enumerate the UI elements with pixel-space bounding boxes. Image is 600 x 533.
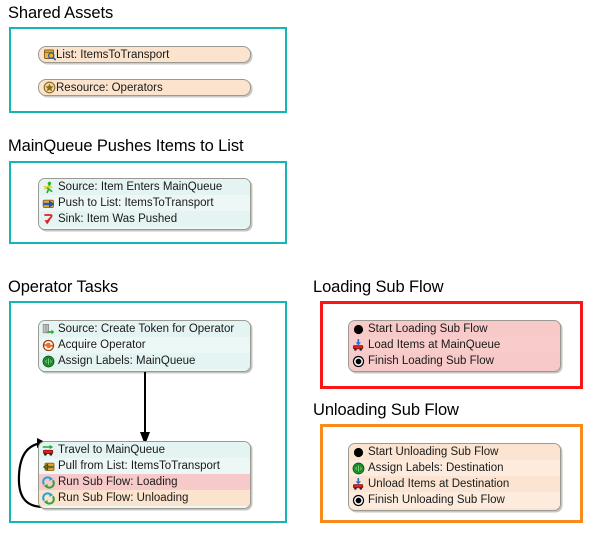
node-row[interactable]: Source: Create Token for Operator — [39, 321, 250, 337]
sink-arrow-icon — [42, 213, 55, 226]
mainqueue-pushes-section: MainQueue Pushes Items to List — [8, 136, 244, 156]
node-row-label: Assign Labels: Destination — [368, 462, 504, 474]
finish-circle-icon — [352, 355, 365, 368]
node-row-label: Unload Items at Destination — [368, 478, 510, 490]
shared-assets-section: Shared Assets — [8, 3, 113, 23]
mainqueue-node[interactable]: Source: Item Enters MainQueue Push to Li… — [38, 178, 251, 230]
unloading-sub-flow-section: Unloading Sub Flow — [313, 400, 459, 420]
node-row-label: Run Sub Flow: Unloading — [58, 492, 189, 504]
travel-truck-icon — [42, 444, 55, 457]
node-row[interactable]: Assign Labels: Destination — [349, 460, 560, 476]
node-row[interactable]: Finish Unloading Sub Flow — [349, 492, 560, 508]
node-row-label: Source: Create Token for Operator — [58, 323, 235, 335]
asset-list-itemstotransport[interactable]: List: ItemsToTransport — [38, 46, 251, 63]
asset-resource-operators[interactable]: Resource: Operators — [38, 79, 251, 96]
node-row[interactable]: Run Sub Flow: Unloading — [39, 490, 250, 506]
load-truck-icon — [352, 338, 365, 352]
node-row[interactable]: Unload Items at Destination — [349, 476, 560, 492]
push-arrow-icon — [42, 197, 55, 210]
node-row-label: Pull from List: ItemsToTransport — [58, 460, 220, 472]
loading-sub-flow-node[interactable]: Start Loading Sub Flow Load Items at Mai… — [348, 320, 561, 372]
node-row[interactable]: Load Items at MainQueue — [349, 337, 560, 353]
node-row-label: Acquire Operator — [58, 339, 146, 351]
loading-sub-flow-title: Loading Sub Flow — [313, 278, 444, 296]
node-row-label: Finish Loading Sub Flow — [368, 355, 494, 367]
node-row-label: Start Loading Sub Flow — [368, 323, 488, 335]
node-row[interactable]: Assign Labels: MainQueue — [39, 353, 250, 369]
source-token-icon — [42, 323, 55, 336]
node-row-label: Run Sub Flow: Loading — [58, 476, 178, 488]
assign-labels-icon — [352, 462, 365, 475]
acquire-icon — [42, 339, 55, 352]
pull-arrow-icon — [42, 460, 55, 473]
node-row-label: Load Items at MainQueue — [368, 339, 501, 351]
node-row-label: Travel to MainQueue — [58, 444, 165, 456]
node-row[interactable]: Push to List: ItemsToTransport — [39, 195, 250, 211]
run-subflow-icon — [42, 475, 55, 489]
assign-labels-icon — [42, 355, 55, 368]
node-row[interactable]: Source: Item Enters MainQueue — [39, 179, 250, 195]
node-row[interactable]: Start Loading Sub Flow — [349, 321, 560, 337]
list-icon — [43, 48, 56, 61]
node-row-label: Sink: Item Was Pushed — [58, 213, 178, 225]
start-circle-icon — [352, 323, 365, 336]
asset-list-label: List: ItemsToTransport — [56, 48, 170, 61]
shared-assets-group-box — [9, 27, 287, 113]
node-row[interactable]: Finish Loading Sub Flow — [349, 353, 560, 369]
node-row[interactable]: Sink: Item Was Pushed — [39, 211, 250, 227]
node-row[interactable]: Start Unloading Sub Flow — [349, 444, 560, 460]
node-row-label: Source: Item Enters MainQueue — [58, 181, 223, 193]
loading-sub-flow-section: Loading Sub Flow — [313, 277, 444, 297]
unloading-sub-flow-title: Unloading Sub Flow — [313, 401, 459, 419]
node-row[interactable]: Run Sub Flow: Loading — [39, 474, 250, 490]
run-subflow-icon — [42, 491, 55, 505]
node-row-label: Finish Unloading Sub Flow — [368, 494, 505, 506]
operator-tasks-node-b[interactable]: Travel to MainQueue Pull from List: Item… — [38, 441, 251, 509]
node-row[interactable]: Pull from List: ItemsToTransport — [39, 458, 250, 474]
operator-tasks-title: Operator Tasks — [8, 278, 119, 296]
resource-star-icon — [43, 81, 56, 94]
operator-tasks-section: Operator Tasks — [8, 277, 118, 297]
node-row[interactable]: Travel to MainQueue — [39, 442, 250, 458]
mainqueue-pushes-title: MainQueue Pushes Items to List — [8, 137, 244, 155]
node-row-label: Assign Labels: MainQueue — [58, 355, 196, 367]
operator-tasks-node-a[interactable]: Source: Create Token for Operator Acquir… — [38, 320, 251, 372]
asset-resource-label: Resource: Operators — [56, 81, 163, 94]
unload-truck-icon — [352, 477, 365, 491]
finish-circle-icon — [352, 494, 365, 507]
node-row-label: Start Unloading Sub Flow — [368, 446, 499, 458]
start-circle-icon — [352, 446, 365, 459]
node-row[interactable]: Acquire Operator — [39, 337, 250, 353]
node-row-label: Push to List: ItemsToTransport — [58, 197, 214, 209]
source-runner-icon — [42, 181, 55, 194]
shared-assets-title: Shared Assets — [8, 4, 114, 22]
unloading-sub-flow-node[interactable]: Start Unloading Sub Flow Assign Labels: … — [348, 443, 561, 511]
